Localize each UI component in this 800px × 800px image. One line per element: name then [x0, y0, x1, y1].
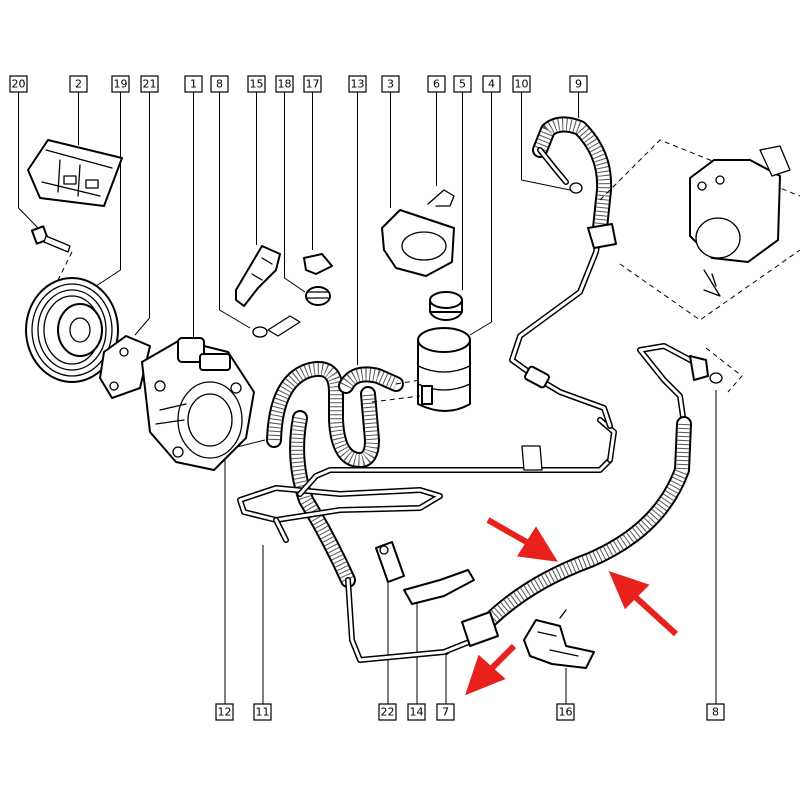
callout-8-bottom-label: 8 — [712, 706, 719, 719]
callout-1-label: 1 — [190, 78, 197, 91]
callout-1: 1 — [184, 75, 203, 340]
arrow-lower-right — [608, 571, 679, 637]
callout-22: 22 — [378, 578, 397, 721]
callout-10-label: 10 — [515, 78, 529, 91]
callout-12: 12 — [215, 439, 266, 721]
callout-19-label: 19 — [114, 78, 128, 91]
callout-21-label: 21 — [143, 78, 157, 91]
callout-17: 17 — [303, 75, 322, 250]
callout-11: 11 — [253, 545, 272, 721]
pump-bracket — [99, 335, 151, 399]
seal-ring-top — [252, 315, 301, 338]
callout-16-label: 16 — [559, 706, 573, 719]
callout-2: 2 — [69, 75, 88, 145]
callout-17-label: 17 — [306, 78, 320, 91]
reservoir-bracket — [381, 209, 455, 277]
reservoir-clip — [427, 189, 455, 207]
rack-feed-pipe — [509, 116, 617, 429]
mounting-bracket — [523, 609, 595, 669]
callout-13: 13 — [348, 75, 367, 365]
callout-9: 9 — [569, 75, 588, 118]
steering-rack-valve — [599, 139, 800, 321]
callout-18: 18 — [275, 75, 306, 293]
callout-8-bottom: 8 — [706, 390, 725, 721]
callout-3-label: 3 — [387, 78, 394, 91]
pipe-clip-bracket — [235, 245, 281, 307]
callout-4: 4 — [469, 75, 501, 336]
callout-6-label: 6 — [433, 78, 440, 91]
callout-18-label: 18 — [278, 78, 292, 91]
pressure-switch — [375, 541, 405, 583]
callout-21: 21 — [134, 75, 159, 336]
arrow-bottom — [465, 643, 517, 696]
callout-20: 20 — [9, 75, 41, 231]
callout-13-label: 13 — [351, 78, 365, 91]
callout-10: 10 — [512, 75, 571, 191]
callout-22-label: 22 — [381, 706, 395, 719]
arrow-upper-left — [486, 517, 558, 562]
callout-8-top: 8 — [210, 75, 251, 329]
high-pressure-hose — [345, 343, 743, 663]
callout-8-top-label: 8 — [216, 78, 223, 91]
reservoir-cap — [429, 291, 463, 321]
callout-3: 3 — [381, 75, 400, 208]
callout-11-label: 11 — [256, 706, 270, 719]
callout-20-label: 20 — [12, 78, 26, 91]
callout-15-label: 15 — [250, 78, 264, 91]
callout-5: 5 — [453, 75, 472, 290]
callout-12-label: 12 — [218, 706, 232, 719]
return-hose — [266, 361, 421, 468]
callout-9-label: 9 — [575, 78, 582, 91]
suction-hose — [289, 410, 356, 588]
spring-clamp — [305, 286, 331, 306]
callout-2-label: 2 — [75, 78, 82, 91]
hose-clamp-small — [303, 253, 333, 275]
callout-14-label: 14 — [410, 706, 424, 719]
callout-19: 19 — [89, 75, 130, 291]
pipe-support-clip — [403, 569, 475, 605]
power-steering-pump — [141, 337, 255, 471]
callout-6: 6 — [427, 75, 446, 186]
callout-14: 14 — [407, 600, 426, 721]
callout-4-label: 4 — [488, 78, 495, 91]
callout-5-label: 5 — [459, 78, 466, 91]
fluid-reservoir — [417, 327, 471, 412]
callout-15: 15 — [247, 75, 266, 245]
callout-16: 16 — [556, 668, 575, 721]
rigid-pipe-assembly — [237, 417, 617, 543]
pulley — [25, 277, 119, 383]
callout-7-label: 7 — [442, 706, 449, 719]
heat-shield-plate — [27, 139, 123, 207]
